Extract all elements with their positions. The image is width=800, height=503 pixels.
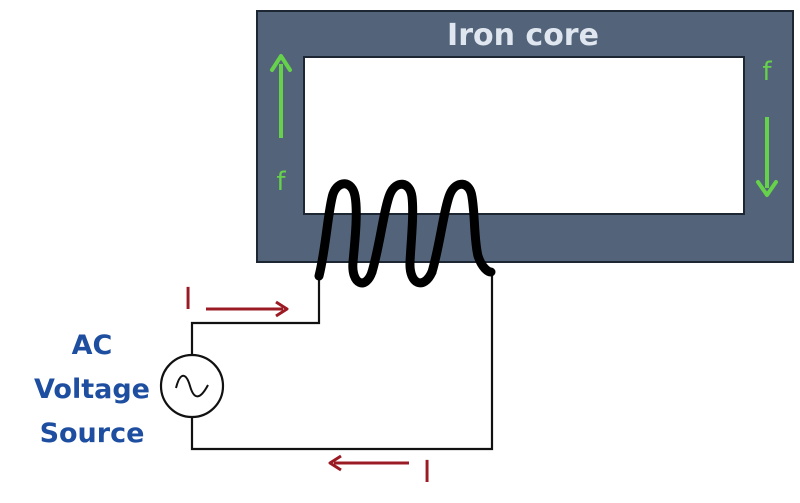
ac-source-circle	[159, 353, 225, 419]
wire-right-branch	[190, 272, 494, 451]
current-bottom: I	[328, 454, 432, 490]
iron-core-label: Iron core	[447, 18, 599, 53]
coil-turn-1	[314, 179, 377, 288]
source-label-line-2: Voltage	[34, 374, 150, 405]
current-top: I	[184, 282, 289, 318]
flux-right: f	[756, 57, 778, 197]
iron-core-body	[256, 10, 794, 263]
circuit-wire	[190, 272, 494, 451]
coil-winding	[314, 179, 496, 288]
coil-turn-3	[427, 179, 496, 277]
current-label-top: I	[184, 282, 193, 317]
wire-left-branch	[190, 272, 321, 355]
current-left-arrowhead-icon	[328, 454, 342, 472]
coil-turn-2	[367, 179, 437, 288]
flux-label-right: f	[762, 57, 772, 87]
source-label: AC Voltage Source	[34, 330, 150, 449]
flux-left: f	[270, 54, 292, 197]
source-label-line-1: AC	[72, 330, 113, 361]
flux-up-arrowhead-icon	[270, 54, 292, 72]
source-label-line-3: Source	[40, 418, 145, 449]
current-right-arrowhead-icon	[275, 300, 289, 318]
ac-source	[159, 353, 225, 419]
flux-down-arrowhead-icon	[756, 180, 778, 197]
sine-wave-icon	[175, 374, 209, 398]
flux-label-left: f	[276, 167, 286, 197]
iron-core: Iron core	[256, 10, 794, 263]
current-label-bottom: I	[423, 455, 432, 490]
